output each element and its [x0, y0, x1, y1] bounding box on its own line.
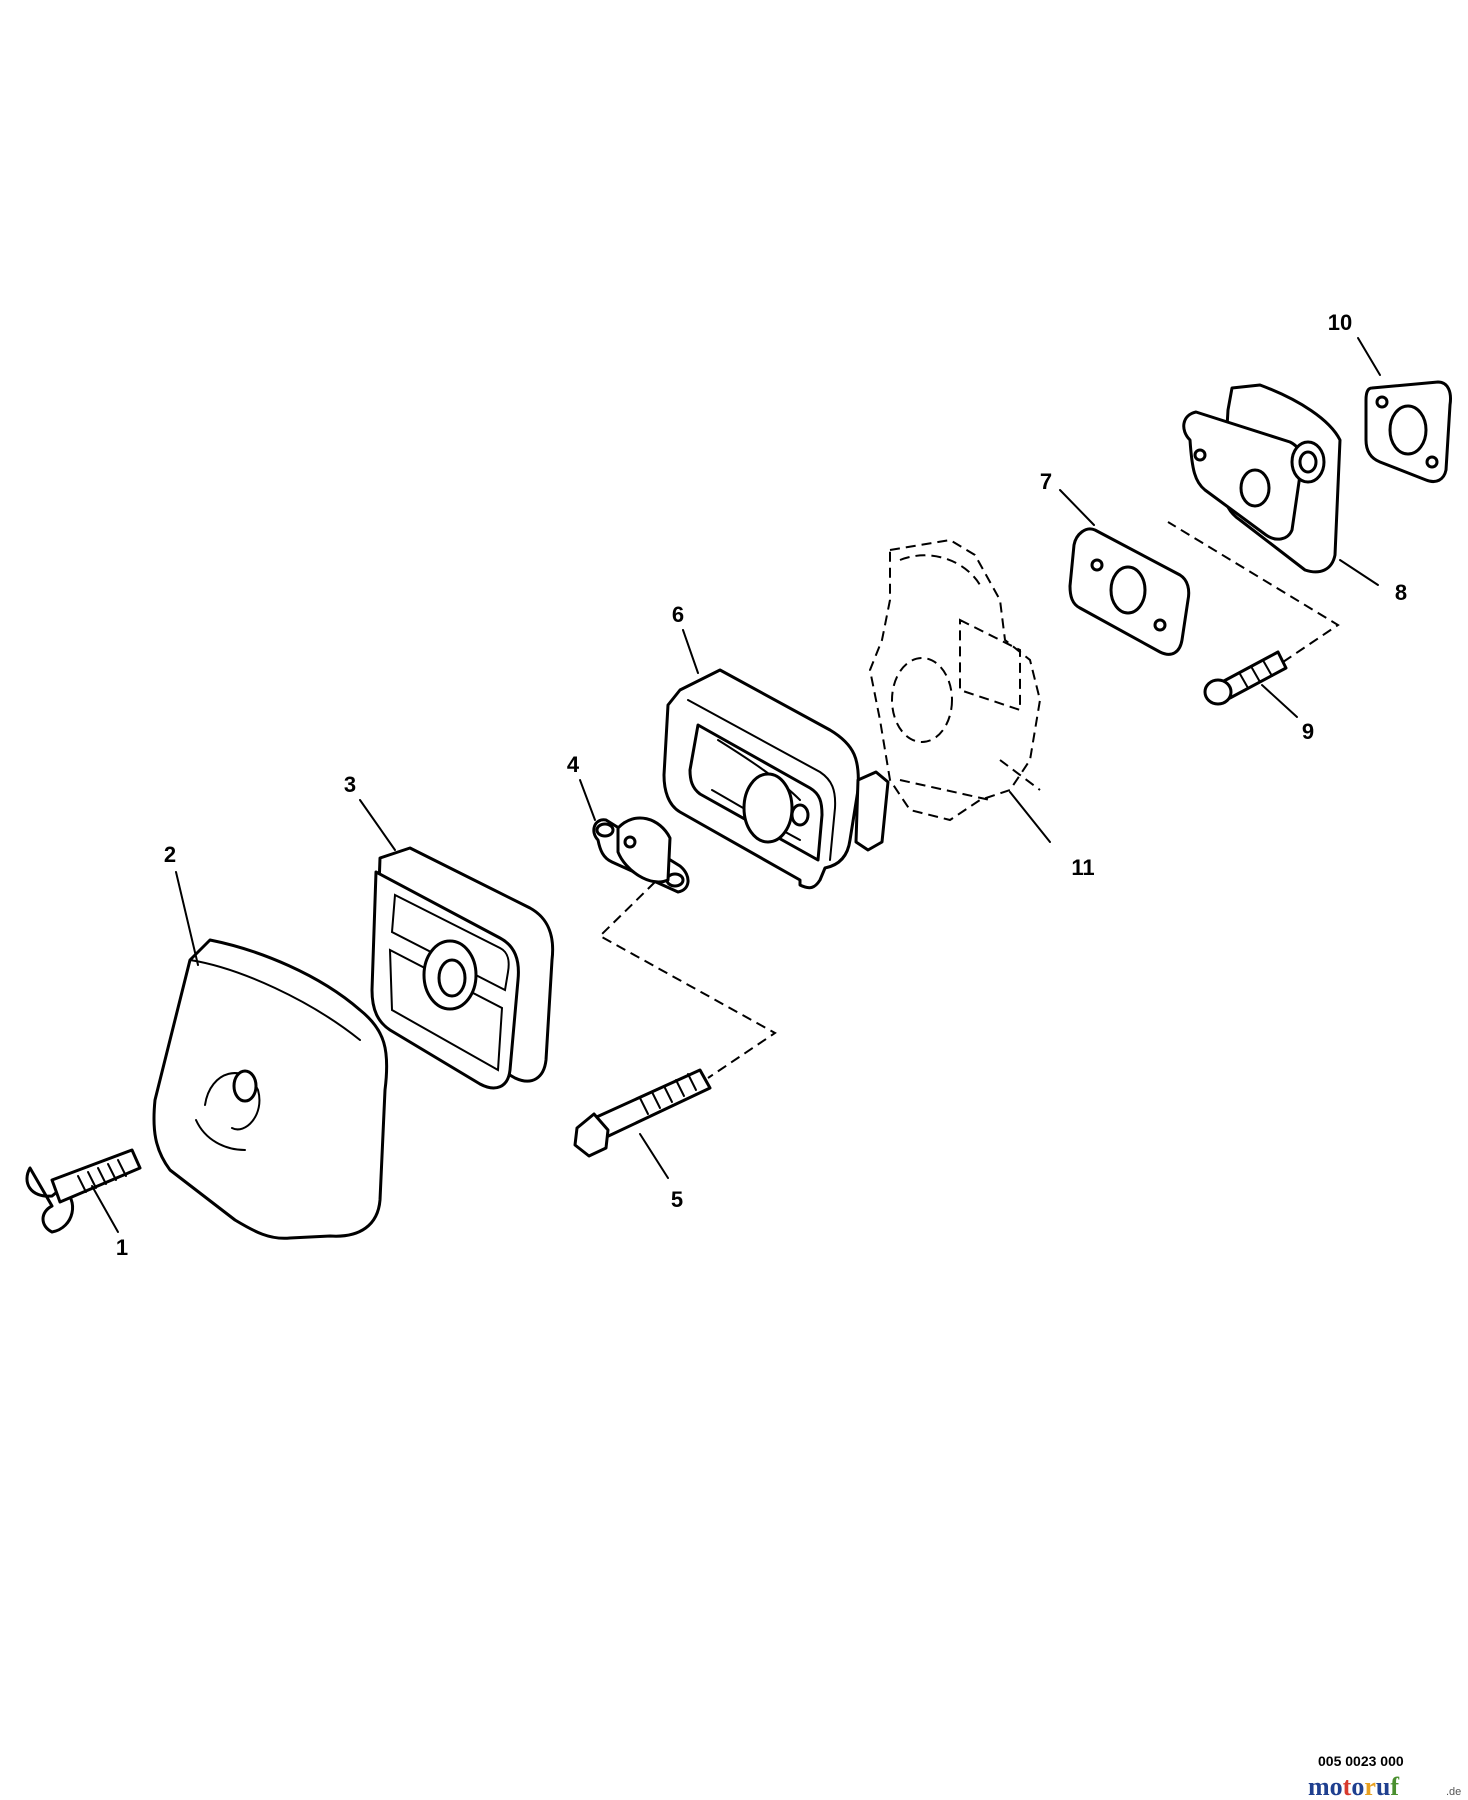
- callout-11: 11: [1071, 855, 1094, 880]
- assembly-line-5: [598, 881, 777, 1079]
- watermark-letter: t: [1343, 1772, 1352, 1800]
- air-filter-element: [370, 846, 555, 1090]
- carburetor: [868, 538, 1042, 822]
- watermark-suffix: .de: [1446, 1786, 1461, 1798]
- leader-lines: [91, 337, 1381, 1233]
- assembly-line-9: [1167, 521, 1340, 663]
- intake-insulator: [1182, 383, 1342, 574]
- gasket-10: [1364, 380, 1452, 484]
- small-screw: [1203, 650, 1288, 706]
- air-filter-housing: [662, 668, 890, 890]
- watermark-letter: m: [1308, 1772, 1330, 1800]
- air-filter-cover: [152, 938, 389, 1240]
- callout-5: 5: [671, 1187, 683, 1212]
- callout-3: 3: [344, 772, 356, 797]
- watermark-letter: o: [1351, 1772, 1364, 1800]
- callout-2: 2: [164, 842, 176, 867]
- callout-9: 9: [1302, 719, 1314, 744]
- callout-7: 7: [1040, 469, 1052, 494]
- callout-4: 4: [567, 752, 580, 777]
- callout-6: 6: [672, 602, 684, 627]
- watermark-letter: u: [1376, 1772, 1390, 1800]
- watermark-letter: o: [1330, 1772, 1343, 1800]
- long-screw: [573, 1068, 712, 1158]
- wing-bolt: [25, 1148, 142, 1234]
- gasket-7: [1068, 527, 1191, 656]
- watermark-text: motoruf: [1308, 1772, 1399, 1800]
- watermark-letter: r: [1364, 1772, 1376, 1800]
- callout-1: 1: [116, 1235, 128, 1260]
- callout-8: 8: [1395, 580, 1407, 605]
- callout-10: 10: [1328, 310, 1352, 335]
- watermark-letter: f: [1390, 1772, 1399, 1800]
- reference-number: 005 0023 000: [1318, 1753, 1404, 1769]
- gasket-4: [592, 816, 690, 894]
- watermark-logo: motoruf .de: [1308, 1772, 1461, 1800]
